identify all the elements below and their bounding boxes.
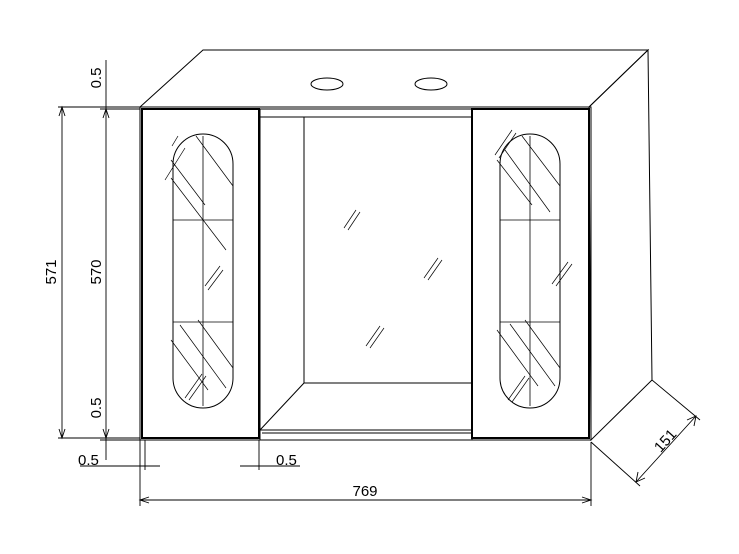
- dim-top-gap-label: 0.5: [88, 68, 105, 89]
- top-lamp-left: [310, 77, 344, 91]
- dim-width-label: 769: [352, 483, 377, 500]
- left-door: [141, 108, 260, 439]
- dimension-lines: [58, 60, 701, 506]
- dim-depth-label: 151: [651, 426, 680, 456]
- top-lamp-right: [414, 77, 448, 91]
- right-door-hatching: [494, 129, 573, 403]
- dim-door-height-label: 570: [88, 259, 105, 284]
- dim-total-height-label: 571: [43, 259, 60, 284]
- right-door: [471, 108, 590, 439]
- dim-left-gap-label: 0.5: [78, 452, 99, 469]
- mirror-reflection-marks: [343, 209, 443, 349]
- dim-bottom-gap-label: 0.5: [88, 398, 105, 419]
- middle-niche: [259, 108, 473, 440]
- left-door-hatching: [164, 135, 234, 401]
- dim-middle-gap-label: 0.5: [276, 452, 297, 469]
